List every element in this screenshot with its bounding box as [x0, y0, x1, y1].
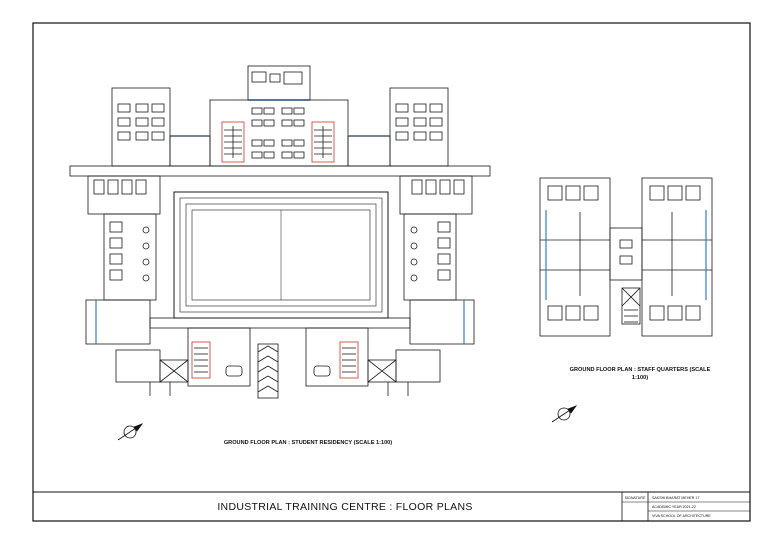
stamp-line-year: ACADEMIC YEAR 2021-22	[652, 505, 696, 509]
stamp-line-school: VIVA SCHOOL OF ARCHITECTURE	[652, 514, 711, 518]
bottom-left-wing	[115, 349, 161, 383]
top-entrance-block	[247, 65, 311, 101]
student-plan-caption: GROUND FLOOR PLAN : STUDENT RESIDENCY (S…	[224, 440, 392, 446]
staff-staircase	[621, 287, 641, 325]
student-residency-plan	[69, 65, 491, 399]
left-toilet-block	[103, 213, 157, 301]
staff-plan-caption-line1: GROUND FLOOR PLAN : STAFF QUARTERS (SCAL…	[570, 367, 711, 373]
lower-corridor	[149, 317, 411, 329]
right-toilet-block	[403, 213, 457, 301]
staff-right-block	[641, 177, 713, 337]
left-top-dorm	[111, 87, 171, 167]
staff-left-block	[539, 177, 611, 337]
staff-plan-caption-line2: 1:100)	[632, 375, 648, 381]
sheet-title: INDUSTRIAL TRAINING CENTRE : FLOOR PLANS	[217, 501, 472, 513]
central-courtyard	[173, 191, 389, 319]
left-dorm-wing	[87, 175, 161, 215]
staff-quarters-plan	[539, 177, 713, 337]
staff-central-corridor	[609, 227, 643, 281]
bottom-left-lobby	[187, 327, 251, 387]
upper-corridor	[69, 165, 491, 177]
bottom-right-lobby	[305, 327, 369, 387]
entrance-ramp	[257, 343, 279, 399]
stamp-label: SIGNATURE	[625, 496, 646, 500]
top-staircases	[221, 121, 335, 163]
bottom-right-wing	[395, 349, 441, 383]
central-hall	[209, 99, 349, 167]
north-arrow-icon	[117, 423, 144, 441]
hall-tables	[251, 107, 305, 159]
sheet-border	[32, 22, 751, 522]
stamp-line-name: SAKSHI BHARAT MEHER 17	[652, 496, 699, 500]
right-top-dorm	[389, 87, 449, 167]
north-arrow-staff-icon	[551, 405, 578, 423]
